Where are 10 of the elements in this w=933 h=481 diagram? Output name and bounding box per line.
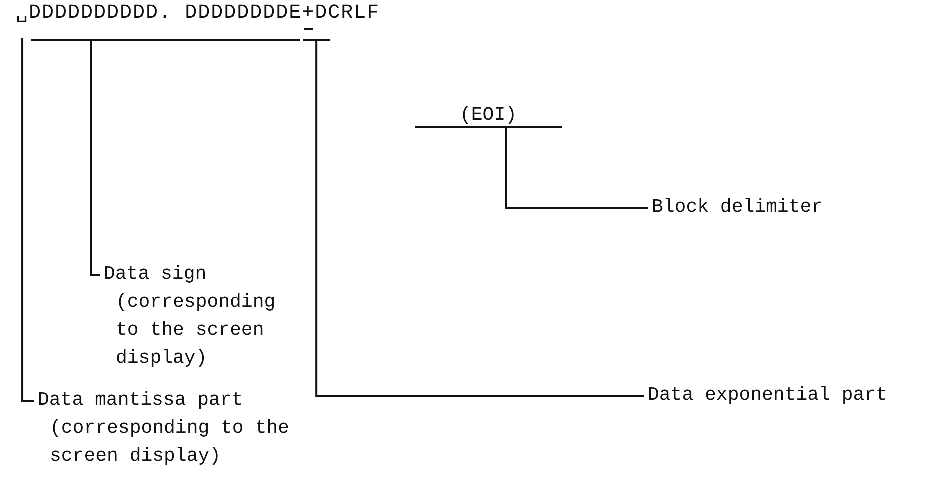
callout-label: Data sign (corresponding to the screen display) <box>104 260 296 372</box>
callout-label: Data mantissa part (corresponding to the screen display) <box>38 386 290 470</box>
bracket-label: (EOI) <box>415 104 562 128</box>
callout-label: Block delimiter <box>652 193 824 221</box>
leader-line <box>316 40 644 397</box>
format-string: ␣DDDDDDDDDD. DDDDDDDDE+DCRLF <box>16 2 380 26</box>
leader-line <box>90 40 100 276</box>
leader-line <box>22 38 34 402</box>
leader-line <box>505 128 648 209</box>
callout-label: Data exponential part <box>648 381 888 409</box>
